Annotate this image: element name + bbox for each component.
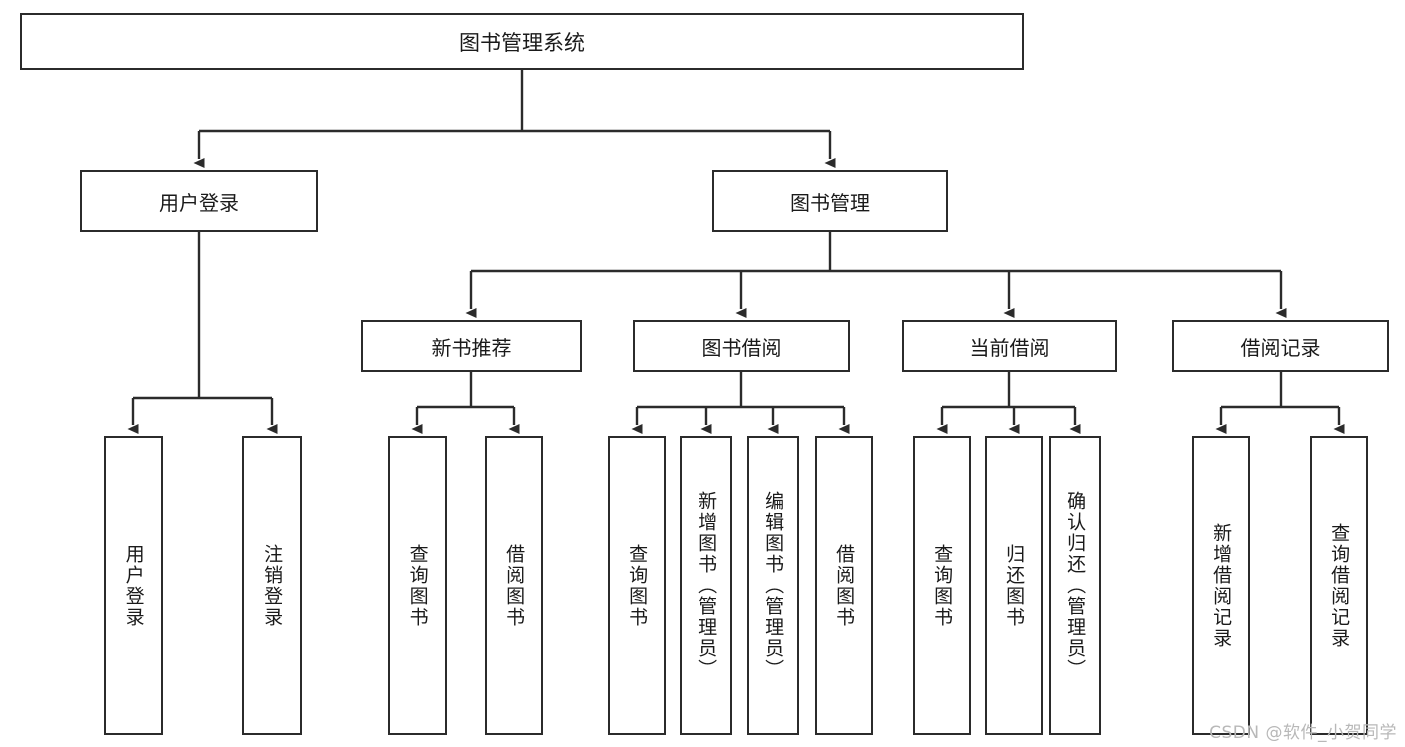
leaf-query-book-1-label: 查询图书 bbox=[406, 543, 429, 628]
node-book-manage-label: 图书管理 bbox=[790, 190, 870, 215]
leaf-user-login-label: 用户登录 bbox=[122, 543, 145, 628]
leaf-query-book-2-label: 查询图书 bbox=[626, 543, 649, 628]
leaf-add-record-label: 新增借阅记录 bbox=[1210, 522, 1233, 649]
leaf-user-login[interactable]: 用户登录 bbox=[104, 436, 163, 735]
leaf-add-record[interactable]: 新增借阅记录 bbox=[1192, 436, 1250, 735]
node-new-book-recommend[interactable]: 新书推荐 bbox=[361, 320, 582, 372]
leaf-query-book-2[interactable]: 查询图书 bbox=[608, 436, 666, 735]
node-user-login[interactable]: 用户登录 bbox=[80, 170, 318, 232]
node-current-borrow[interactable]: 当前借阅 bbox=[902, 320, 1117, 372]
node-borrow-record-label: 借阅记录 bbox=[1240, 335, 1321, 360]
leaf-borrow-book-2-label: 借阅图书 bbox=[833, 543, 856, 628]
node-root-label: 图书管理系统 bbox=[459, 30, 585, 55]
node-current-borrow-label: 当前借阅 bbox=[969, 335, 1050, 360]
leaf-edit-book[interactable]: 编辑图书（管理员） bbox=[747, 436, 799, 735]
node-book-borrow-label: 图书借阅 bbox=[701, 335, 782, 360]
node-root[interactable]: 图书管理系统 bbox=[20, 13, 1024, 70]
node-book-manage[interactable]: 图书管理 bbox=[712, 170, 948, 232]
leaf-query-record-label: 查询借阅记录 bbox=[1328, 522, 1351, 649]
leaf-query-book-3[interactable]: 查询图书 bbox=[913, 436, 971, 735]
leaf-query-record[interactable]: 查询借阅记录 bbox=[1310, 436, 1368, 735]
leaf-return-book[interactable]: 归还图书 bbox=[985, 436, 1043, 735]
node-new-book-recommend-label: 新书推荐 bbox=[431, 335, 512, 360]
leaf-borrow-book-1-label: 借阅图书 bbox=[503, 543, 526, 628]
node-user-login-label: 用户登录 bbox=[159, 190, 239, 215]
leaf-borrow-book-2[interactable]: 借阅图书 bbox=[815, 436, 873, 735]
node-borrow-record[interactable]: 借阅记录 bbox=[1172, 320, 1389, 372]
leaf-return-book-label: 归还图书 bbox=[1003, 543, 1026, 628]
leaf-query-book-1[interactable]: 查询图书 bbox=[388, 436, 447, 735]
leaf-borrow-book-1[interactable]: 借阅图书 bbox=[485, 436, 543, 735]
leaf-confirm-return[interactable]: 确认归还（管理员） bbox=[1049, 436, 1101, 735]
node-book-borrow[interactable]: 图书借阅 bbox=[633, 320, 850, 372]
leaf-query-book-3-label: 查询图书 bbox=[931, 543, 954, 628]
leaf-logout[interactable]: 注销登录 bbox=[242, 436, 302, 735]
leaf-logout-label: 注销登录 bbox=[261, 543, 284, 628]
leaf-add-book[interactable]: 新增图书（管理员） bbox=[680, 436, 732, 735]
leaf-edit-book-label: 编辑图书（管理员） bbox=[762, 491, 785, 680]
leaf-confirm-return-label: 确认归还（管理员） bbox=[1064, 491, 1087, 680]
leaf-add-book-label: 新增图书（管理员） bbox=[695, 491, 718, 680]
